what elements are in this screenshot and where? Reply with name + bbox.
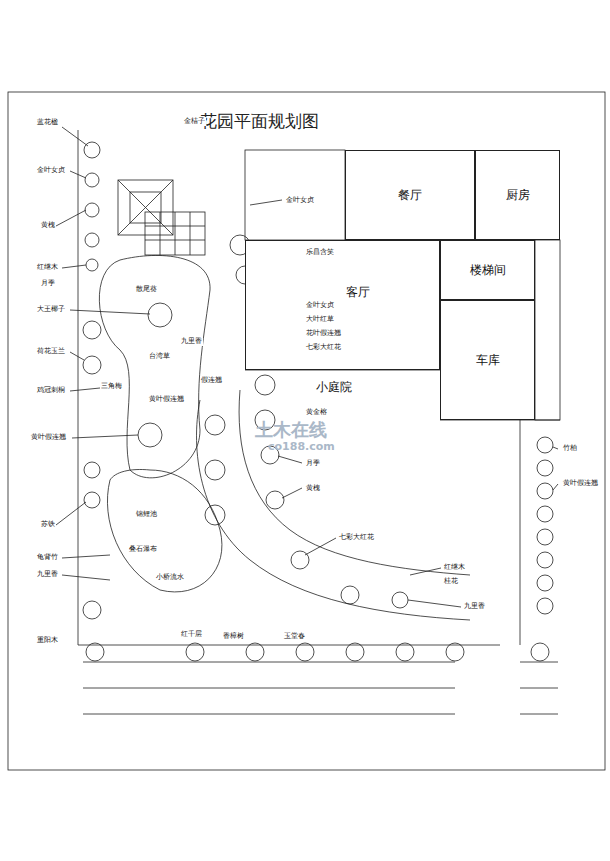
plant-label: 玉堂春: [283, 632, 306, 641]
plant-label: 叠石瀑布: [128, 545, 158, 554]
plant-label: 大叶红草: [305, 315, 335, 324]
room-name: 餐厅: [398, 188, 422, 202]
plant-label: 金桔子: [183, 117, 206, 126]
garden-path: [99, 255, 210, 477]
plant-label: 花叶假连翘: [305, 329, 342, 338]
plant-label: 红继木: [443, 563, 466, 572]
room-name: 厨房: [506, 188, 530, 202]
plant-label: 锦鲤池: [135, 510, 158, 519]
base-lines: [83, 662, 558, 714]
room-box: 厨房: [475, 150, 560, 240]
plant-label: 红千层: [180, 630, 203, 639]
plant-label: 重阳木: [36, 636, 59, 645]
plant-label: 月季: [40, 279, 56, 288]
watermark: co188.com: [268, 440, 335, 453]
plant-label: 黄槐: [40, 221, 56, 230]
plant-label: 龟背竹: [36, 553, 59, 562]
plant-label: 月季: [305, 459, 321, 468]
room-name: 车库: [476, 353, 500, 367]
plant-label: 荷花玉兰: [36, 347, 66, 356]
plant-label: 金叶女贞: [285, 196, 315, 205]
room-box: 车库: [440, 300, 535, 420]
plant-label: 苏铁: [40, 520, 56, 529]
plant-label: 小庭院: [315, 380, 353, 394]
plant-label: 三角梅: [100, 382, 123, 391]
room-box: 客厅: [245, 240, 440, 370]
plant-label: 黄槐: [305, 484, 321, 493]
plant-label: 金叶女贞: [36, 166, 66, 175]
room-name: 楼梯间: [470, 263, 506, 277]
plant-label: 鸡冠刺桐: [36, 386, 66, 395]
drawing-frame: [8, 92, 605, 770]
plant-label: 黄叶假连翘: [562, 479, 599, 488]
plant-label: 台湾草: [148, 352, 171, 361]
room-name: 客厅: [346, 285, 370, 299]
room-box: 餐厅: [345, 150, 475, 240]
plant-label: 九里香: [36, 570, 59, 579]
curved-path: [197, 390, 470, 620]
plant-label: 七彩大红花: [305, 343, 342, 352]
pavilion-symbol: [118, 180, 173, 235]
plant-label: 乐昌含笑: [305, 248, 335, 257]
plant-label: 黄叶假连翘: [30, 433, 67, 442]
watermark: 土木在线: [255, 418, 327, 442]
plant-label: 黄金榕: [305, 408, 328, 417]
plant-label: 香樟树: [222, 632, 245, 641]
room-box: 楼梯间: [440, 240, 535, 300]
plant-label: 金叶女贞: [305, 301, 335, 310]
plant-label: 小桥流水: [155, 573, 185, 582]
plant-label: 桂花: [443, 577, 459, 586]
plant-label: 蓝花楹: [36, 118, 59, 127]
plan-title: 花园平面规划图: [200, 110, 319, 133]
plant-label: 竹柏: [562, 444, 578, 453]
plant-label: 大王椰子: [36, 305, 66, 314]
fish-pond: [107, 469, 221, 591]
paving-grid: [145, 212, 205, 255]
plant-label: 黄叶假连翘: [148, 395, 185, 404]
plant-label: 七彩大红花: [338, 533, 375, 542]
building-outline: [245, 150, 560, 420]
plant-label: 九里香: [463, 602, 486, 611]
plant-label: 九里香: [180, 337, 203, 346]
plant-label: 红继木: [36, 263, 59, 272]
plant-label: 散尾葵: [135, 285, 158, 294]
plant-label: 假连翘: [200, 376, 223, 385]
